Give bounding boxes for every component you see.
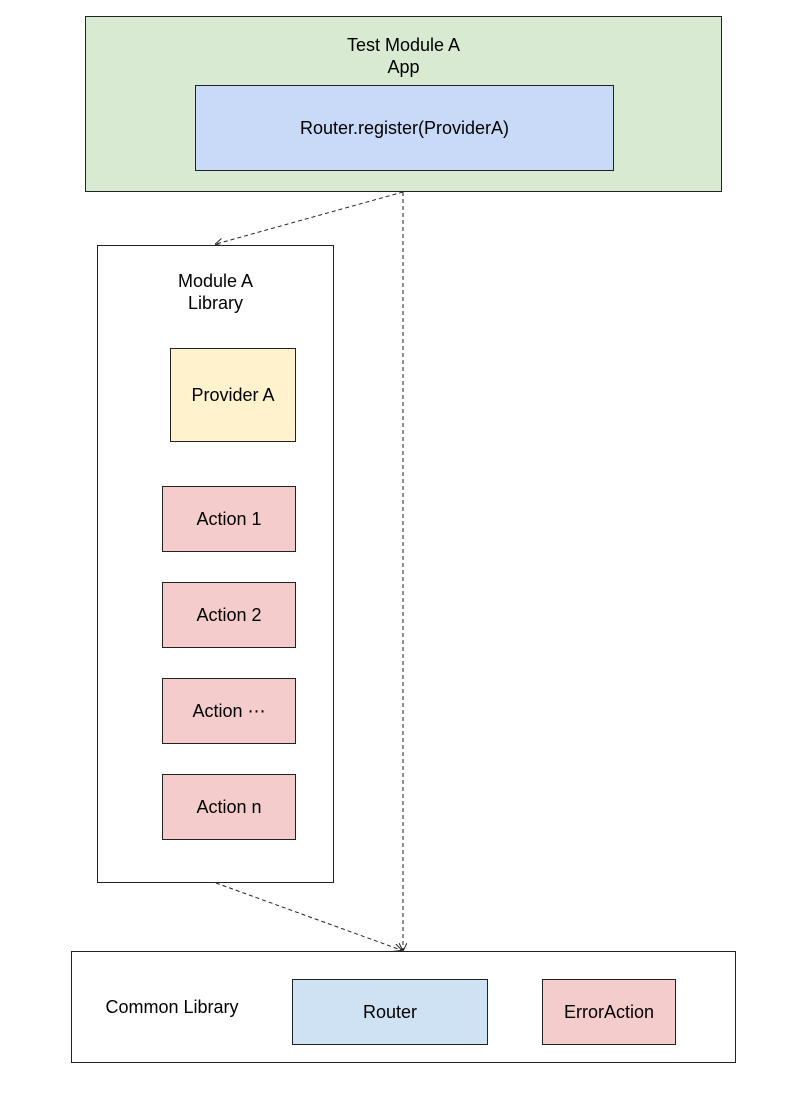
action-label: Action ⋯ — [192, 700, 266, 721]
dashed-arrow-app-to-library — [216, 191, 404, 244]
action-box: Action n — [162, 774, 296, 840]
dashed-arrow-library-to-common — [215, 882, 401, 950]
router-register-box: Router.register(ProviderA) — [195, 85, 614, 171]
common-library-label: Common Library — [105, 996, 239, 1017]
provider-a-label: Provider A — [191, 384, 275, 405]
error-action-box: ErrorAction — [542, 979, 676, 1045]
library-module-title-line1: Module A — [177, 271, 254, 291]
action-box: Action 1 — [162, 486, 296, 552]
error-action-label: ErrorAction — [563, 1001, 655, 1022]
action-label: Action 2 — [196, 604, 262, 625]
router-box: Router — [292, 979, 488, 1045]
router-label: Router — [362, 1001, 418, 1022]
app-module-title-line2: App — [387, 57, 420, 77]
action-box: Action ⋯ — [162, 678, 296, 744]
app-module-title-line1: Test Module A — [346, 35, 461, 55]
router-register-label: Router.register(ProviderA) — [299, 117, 510, 138]
library-module-title: Module A Library — [98, 270, 333, 314]
app-module-title: Test Module A App — [86, 34, 721, 78]
common-library-label-wrap: Common Library — [72, 952, 272, 1062]
provider-a-box: Provider A — [170, 348, 296, 442]
library-module-title-line2: Library — [187, 293, 244, 313]
action-label: Action n — [196, 796, 262, 817]
action-box: Action 2 — [162, 582, 296, 648]
action-label: Action 1 — [196, 508, 262, 529]
